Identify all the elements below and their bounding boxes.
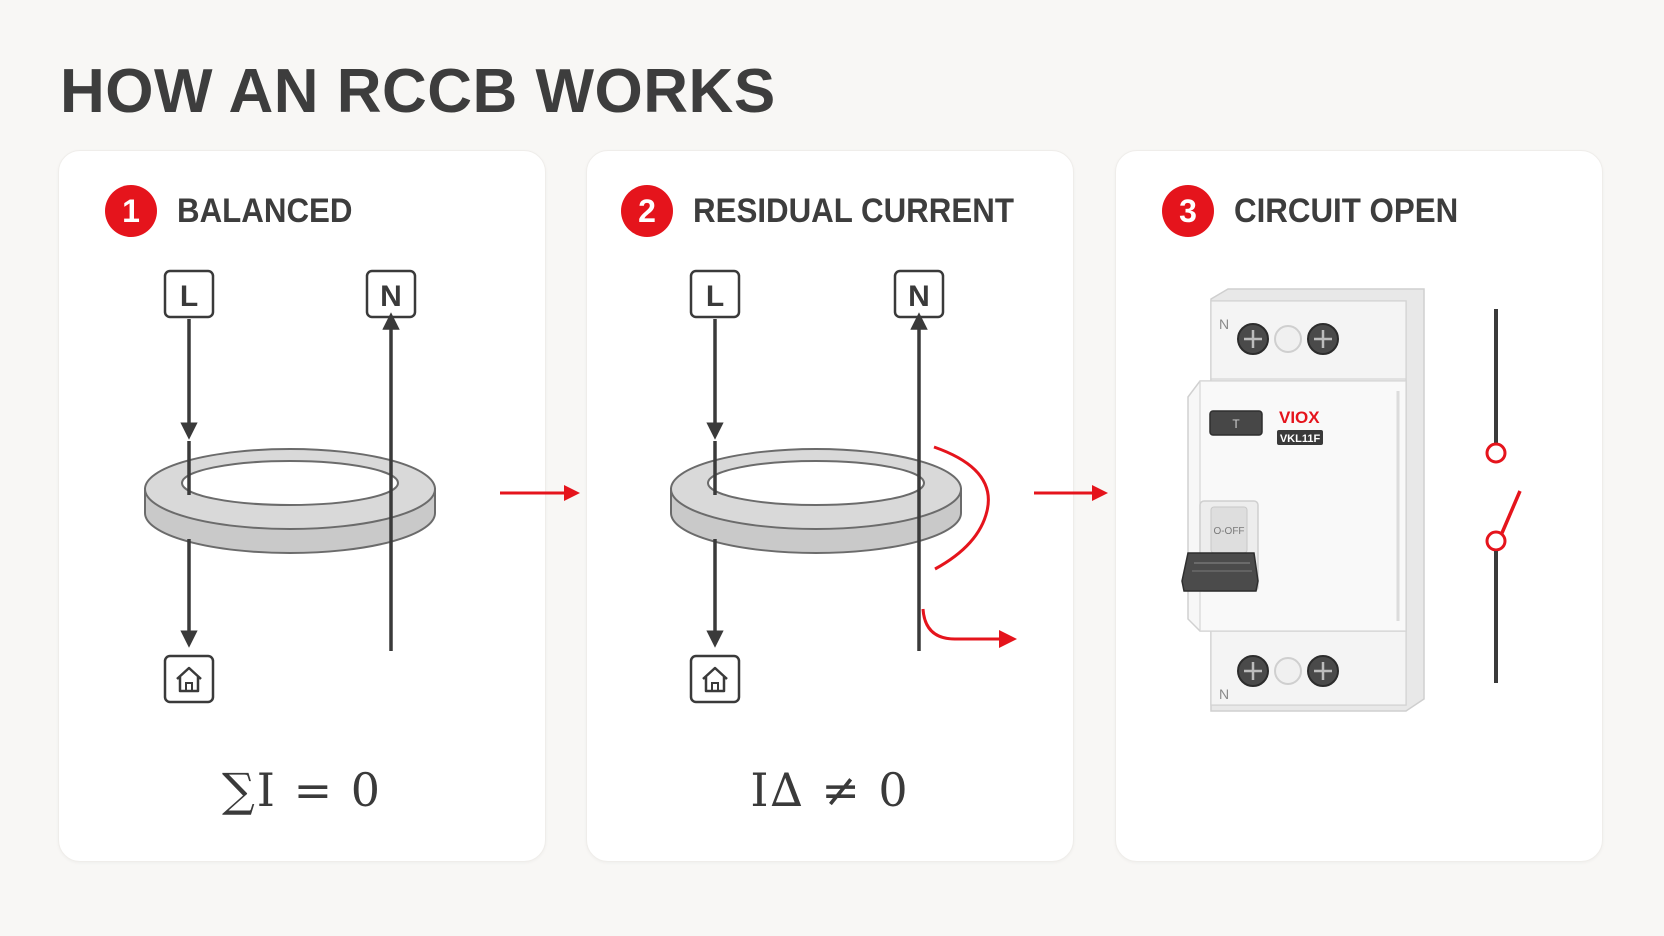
line-terminal-label: L — [689, 269, 741, 319]
residual-current-diagram: L N — [670, 269, 1017, 704]
neutral-terminal-label: N — [893, 269, 945, 319]
svg-text:N: N — [380, 280, 402, 313]
balanced-diagram: L N — [144, 269, 436, 704]
flow-arrow-1 — [500, 485, 580, 501]
house-icon — [689, 654, 741, 704]
svg-text:VIOX: VIOX — [1279, 408, 1320, 427]
current-transformer-toroid — [670, 448, 962, 554]
current-transformer-toroid — [144, 448, 436, 554]
open-switch-symbol — [1485, 309, 1522, 683]
page-title: HOW AN RCCB WORKS — [60, 57, 776, 126]
test-button: T — [1209, 410, 1263, 436]
svg-text:O-OFF: O-OFF — [1213, 526, 1244, 537]
flow-arrow-2 — [1034, 485, 1108, 501]
bottom-terminals: N — [1219, 655, 1339, 702]
step-1-title: BALANCED — [177, 191, 353, 230]
svg-text:VKL11F: VKL11F — [1280, 433, 1321, 445]
svg-text:L: L — [706, 280, 724, 313]
step-3-header: 3 CIRCUIT OPEN — [1162, 185, 1478, 237]
step-2-badge: 2 — [621, 185, 673, 237]
balanced-formula: ∑I = 0 — [221, 763, 383, 817]
rccb-device-illustration: N T VIOX VKL11F O-OFF N — [1181, 288, 1522, 712]
step-1-panel: 1 BALANCED L N — [58, 150, 546, 862]
step-2-title: RESIDUAL CURRENT — [693, 191, 1014, 230]
step-2-panel: 2 RESIDUAL CURRENT L N — [586, 150, 1074, 862]
rccb-body — [1187, 288, 1425, 712]
step-1-badge: 1 — [105, 185, 157, 237]
magnetic-flux-arc — [933, 445, 990, 571]
leakage-current-arrow — [921, 608, 1017, 648]
brand-label: VIOX VKL11F — [1277, 408, 1323, 445]
house-icon — [163, 654, 215, 704]
line-terminal-label: L — [163, 269, 215, 319]
svg-text:N: N — [1219, 686, 1229, 702]
step-3-panel: 3 CIRCUIT OPEN N T — [1115, 150, 1603, 862]
residual-formula: I∆ ≠ 0 — [750, 763, 910, 817]
svg-text:T: T — [1232, 417, 1240, 431]
svg-text:L: L — [180, 280, 198, 313]
step-1-header: 1 BALANCED — [105, 185, 368, 237]
svg-text:N: N — [908, 280, 930, 313]
step-3-title: CIRCUIT OPEN — [1234, 191, 1459, 230]
top-terminals: N — [1219, 316, 1339, 355]
svg-text:N: N — [1219, 316, 1229, 332]
neutral-terminal-label: N — [365, 269, 417, 319]
step-3-badge: 3 — [1162, 185, 1214, 237]
reset-toggle-switch: O-OFF — [1181, 500, 1259, 592]
step-2-header: 2 RESIDUAL CURRENT — [621, 185, 1042, 237]
